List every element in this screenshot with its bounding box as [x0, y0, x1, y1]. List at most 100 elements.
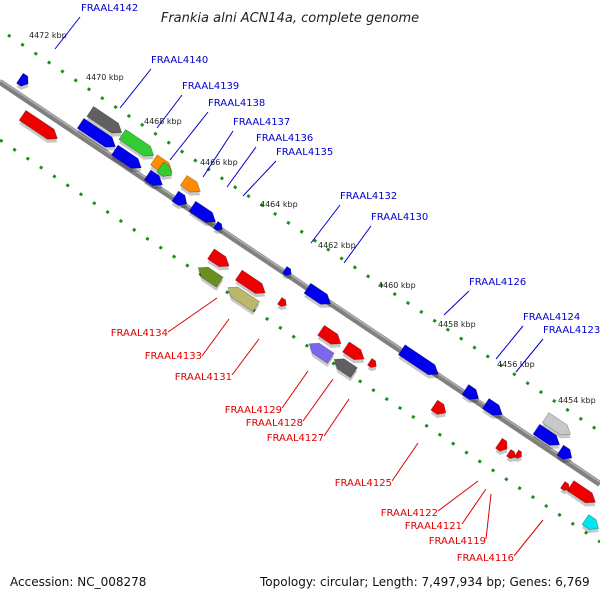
- gene-arrow-body: [118, 129, 155, 157]
- gene-arrow[interactable]: [505, 449, 519, 464]
- gene-arrow-body: [156, 161, 173, 177]
- gene-arrow[interactable]: [531, 423, 564, 453]
- gene-arrow[interactable]: [281, 266, 295, 281]
- forward-gene-label[interactable]: FRAAL4126: [469, 277, 526, 288]
- gene-arrow[interactable]: [366, 358, 380, 373]
- forward-gene-label[interactable]: FRAAL4139: [182, 81, 239, 92]
- gene-arrow[interactable]: [316, 324, 346, 352]
- gene-arrow[interactable]: [276, 297, 290, 312]
- gene-arrow-body: [367, 358, 377, 368]
- gene-arrow[interactable]: [397, 344, 444, 383]
- gene-arrow[interactable]: [223, 283, 261, 316]
- gene-arrow[interactable]: [513, 449, 526, 464]
- gene-arrow-body: [342, 341, 365, 360]
- gene-arrow[interactable]: [566, 480, 600, 511]
- forward-gene-label[interactable]: FRAAL4137: [233, 117, 290, 128]
- gene-arrow[interactable]: [117, 129, 159, 164]
- kbp-scale-label: 4456 kbp: [497, 360, 535, 369]
- gene-arrow-body: [560, 481, 570, 491]
- reverse-gene-label[interactable]: FRAAL4125: [335, 478, 392, 489]
- forward-gene-label[interactable]: FRAAL4138: [208, 98, 265, 109]
- gene-arrow[interactable]: [15, 72, 33, 92]
- gene-arrow-body: [18, 109, 58, 140]
- gene-arrow-body: [234, 269, 266, 294]
- reverse-gene-label[interactable]: FRAAL4134: [111, 328, 168, 339]
- gene-arrow-body: [541, 412, 571, 436]
- gene-arrow-body: [197, 266, 224, 288]
- kbp-scale-label: 4470 kbp: [86, 73, 124, 82]
- gene-arrow[interactable]: [580, 514, 600, 537]
- forward-gene-label[interactable]: FRAAL4142: [81, 3, 138, 14]
- gene-arrow[interactable]: [304, 339, 336, 367]
- forward-gene-label[interactable]: FRAAL4140: [151, 55, 208, 66]
- callout-line: [242, 160, 277, 197]
- reverse-gene-label[interactable]: FRAAL4122: [381, 508, 438, 519]
- gene-arrow[interactable]: [555, 444, 577, 466]
- gene-arrow-body: [333, 358, 358, 379]
- gene-arrow[interactable]: [302, 282, 335, 312]
- kbp-scale-label: 4458 kbp: [438, 320, 476, 329]
- gene-arrow-body: [532, 423, 561, 446]
- forward-gene-label[interactable]: FRAAL4136: [256, 133, 313, 144]
- gene-arrow[interactable]: [212, 221, 226, 236]
- gene-arrow-body: [397, 344, 439, 376]
- callout-line: [169, 111, 209, 161]
- gene-arrow-body: [277, 297, 287, 307]
- gene-arrow[interactable]: [76, 117, 121, 155]
- forward-gene-label[interactable]: FRAAL4132: [340, 191, 397, 202]
- gene-arrow-body: [317, 324, 342, 345]
- reverse-gene-label[interactable]: FRAAL4121: [405, 521, 462, 532]
- gene-arrow[interactable]: [541, 412, 576, 443]
- kbp-scale-label: 4462 kbp: [318, 241, 356, 250]
- gene-arrow[interactable]: [179, 175, 206, 200]
- gene-arrow-body: [207, 248, 230, 267]
- gene-arrow-body: [227, 286, 260, 312]
- reverse-gene-label[interactable]: FRAAL4131: [175, 372, 232, 383]
- reverse-gene-label[interactable]: FRAAL4119: [429, 536, 486, 547]
- gene-arrow-body: [76, 117, 116, 148]
- gene-arrow[interactable]: [110, 144, 147, 176]
- gene-arrow[interactable]: [481, 398, 508, 423]
- callout-line: [437, 480, 479, 512]
- gene-arrow-body: [308, 342, 335, 364]
- reverse-gene-label[interactable]: FRAAL4116: [457, 553, 514, 564]
- gene-arrow[interactable]: [170, 190, 192, 212]
- callout-line: [461, 488, 487, 525]
- gene-arrow[interactable]: [193, 263, 225, 291]
- gene-arrow-body: [556, 444, 573, 460]
- gene-arrow[interactable]: [187, 200, 220, 230]
- genome-backbone-highlight: [0, 79, 600, 483]
- gene-arrow[interactable]: [559, 481, 573, 496]
- gene-arrow-body: [16, 72, 29, 87]
- gene-arrow[interactable]: [494, 437, 512, 457]
- gene-arrow-body: [303, 282, 332, 305]
- forward-gene-label[interactable]: FRAAL4124: [523, 312, 580, 323]
- gene-arrow[interactable]: [85, 106, 127, 141]
- reverse-gene-label[interactable]: FRAAL4133: [145, 351, 202, 362]
- gene-arrow[interactable]: [206, 248, 234, 275]
- gene-arrow[interactable]: [460, 384, 483, 407]
- gene-arrow[interactable]: [329, 354, 359, 382]
- gene-arrow[interactable]: [143, 169, 168, 194]
- forward-gene-label[interactable]: FRAAL4135: [276, 147, 333, 158]
- gene-arrow-body: [430, 399, 447, 415]
- gene-arrow[interactable]: [155, 161, 177, 183]
- reverse-gene-label[interactable]: FRAAL4127: [267, 433, 324, 444]
- gene-arrow[interactable]: [234, 269, 271, 301]
- reverse-gene-label[interactable]: FRAAL4129: [225, 405, 282, 416]
- callout-line: [231, 338, 260, 376]
- forward-gene-label[interactable]: FRAAL4130: [371, 212, 428, 223]
- forward-gene-label[interactable]: FRAAL4123: [543, 325, 600, 336]
- callout-line: [485, 493, 492, 540]
- gene-arrow[interactable]: [341, 341, 369, 368]
- callout-line: [302, 378, 334, 422]
- reverse-gene-label[interactable]: FRAAL4128: [246, 418, 303, 429]
- callout-line: [119, 68, 152, 109]
- callout-line: [202, 130, 234, 178]
- summary-text: Topology: circular; Length: 7,497,934 bp…: [259, 575, 590, 589]
- gene-arrow[interactable]: [18, 109, 63, 147]
- gene-arrow[interactable]: [429, 399, 451, 421]
